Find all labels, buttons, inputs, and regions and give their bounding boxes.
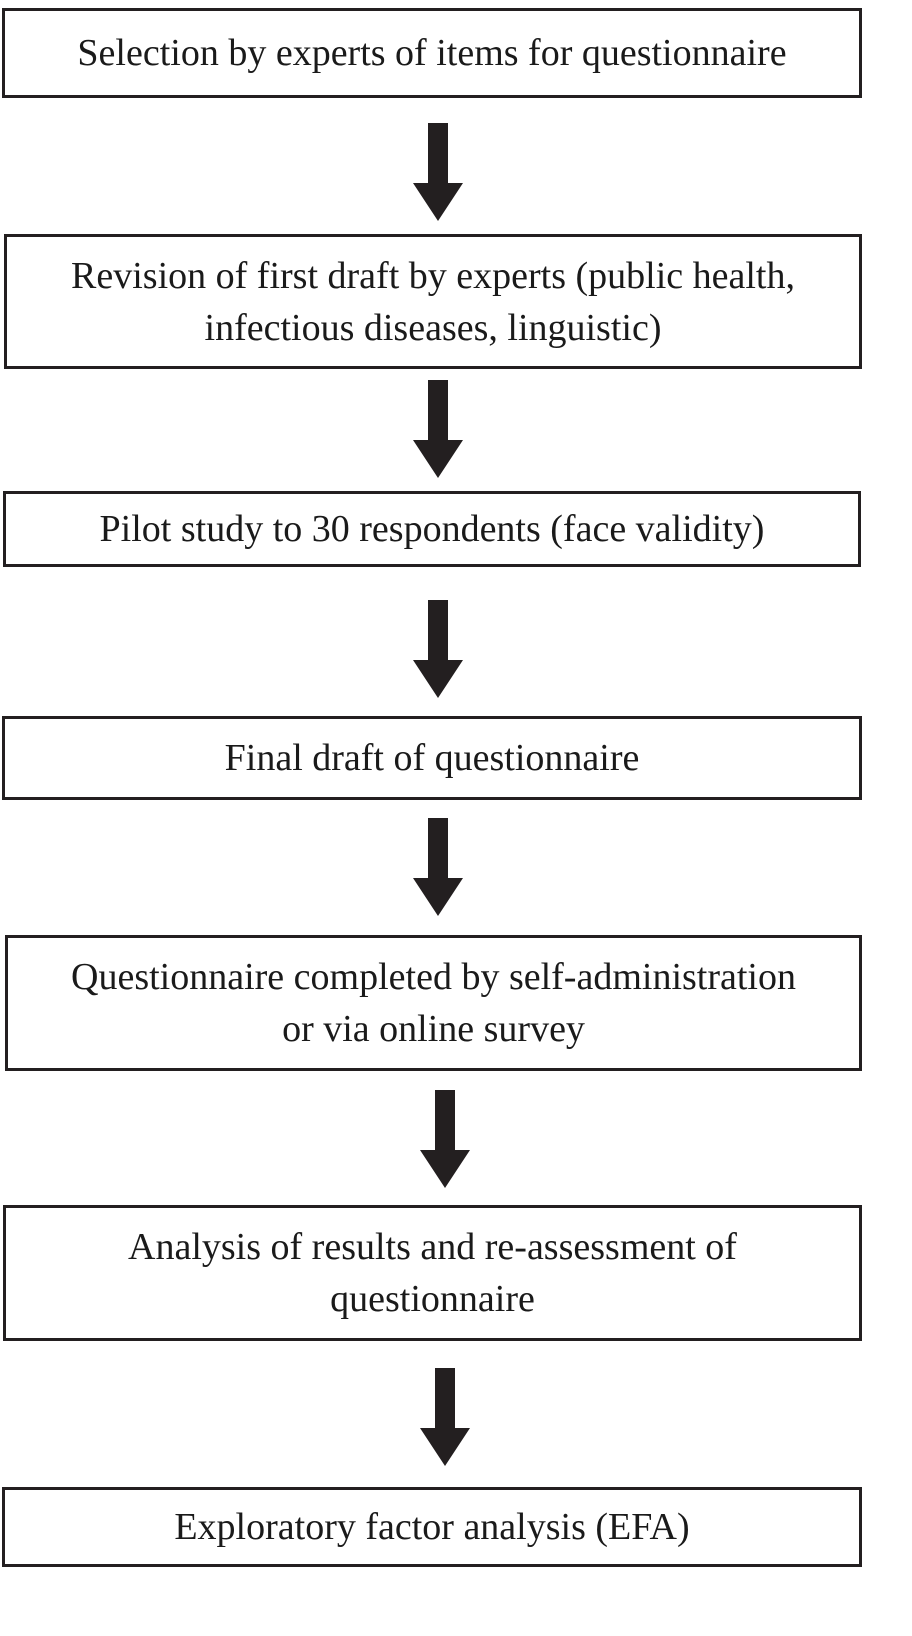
step-2-text-line-2: infectious diseases, linguistic): [204, 306, 662, 349]
arrow-down-icon: [420, 1090, 470, 1188]
step-3-box: Pilot study to 30 respondents (face vali…: [3, 491, 861, 567]
step-6-text-line-1: Analysis of results and re-assessment of: [128, 1226, 737, 1268]
step-1-box: Selection by experts of items for questi…: [2, 8, 862, 98]
arrow-down-icon: [413, 380, 463, 478]
step-1-text: Selection by experts of items for questi…: [77, 32, 787, 74]
step-6-box: Analysis of results and re-assessment of…: [3, 1205, 862, 1341]
arrow-down-icon: [420, 1368, 470, 1466]
step-2-text-line-1: Revision of first draft by experts (publ…: [71, 254, 795, 297]
arrow-down-icon: [413, 600, 463, 698]
step-4-box: Final draft of questionnaire: [2, 716, 862, 800]
step-6-text-line-2: questionnaire: [330, 1278, 535, 1320]
step-7-box: Exploratory factor analysis (EFA): [2, 1487, 862, 1567]
step-5-text-line-1: Questionnaire completed by self-administ…: [71, 956, 796, 998]
step-7-text: Exploratory factor analysis (EFA): [174, 1506, 690, 1548]
step-3-text: Pilot study to 30 respondents (face vali…: [99, 508, 765, 550]
step-5-text-line-2: or via online survey: [282, 1008, 585, 1050]
arrow-down-icon: [413, 123, 463, 221]
step-5-box: Questionnaire completed by self-administ…: [5, 935, 862, 1071]
arrow-down-icon: [413, 818, 463, 916]
step-4-text: Final draft of questionnaire: [224, 737, 640, 779]
step-2-box: Revision of first draft by experts (publ…: [4, 234, 862, 369]
